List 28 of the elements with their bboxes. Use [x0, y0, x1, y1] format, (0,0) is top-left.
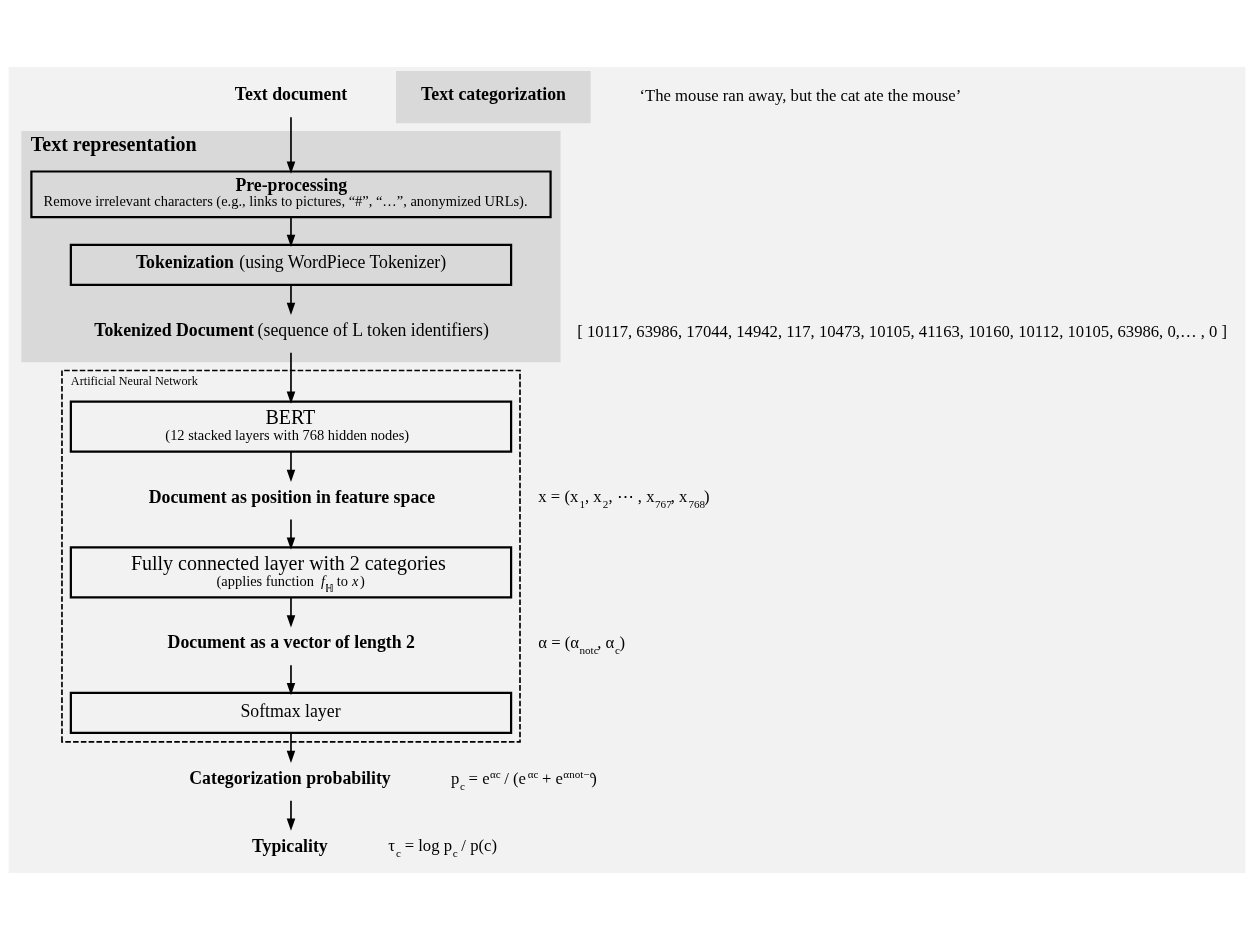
node-text: Text document [234, 83, 348, 104]
arrow [286, 799, 296, 831]
arrow [286, 450, 296, 482]
arrow [286, 518, 296, 550]
label: τ$_{c}$ = log p$_{c}$ / p(c) [388, 835, 497, 859]
node-box: Softmax layer [69, 691, 513, 734]
node-text: Tokenized Document (sequence of L token identifiers) [94, 319, 489, 340]
label: α = (α$_{notc}$, α$_{c}$) [538, 632, 626, 656]
label: ‘The mouse ran away, but the cat ate the mouse’ [639, 85, 962, 105]
label: [ 10117, 63986, 17044, 14942, 117, 10473, 10105, 41163, 10160, 10112, 10105, 63986, 0,… , 0 ] [577, 321, 1228, 341]
arrow [286, 351, 296, 404]
node-box: Tokenization (using WordPiece Tokenizer) [69, 243, 513, 286]
node-box: BERT (12 stacked layers with 768 hidden nodes) [69, 400, 513, 453]
arrow [286, 663, 296, 695]
node-text: Document as position in feature space [148, 486, 436, 507]
node-box: Text categorization [396, 70, 591, 123]
label: p$_{c}$ = e$^{αc}$ / (e$^{αc}$ + e$^{αnot−c}$) [451, 767, 597, 792]
node-box: Pre-processing Remove irrelevant characters (e.g., links to pictures, “#”, “…”, anonymized URLs). [30, 169, 552, 218]
label: x = (x$_{1}$, x$_{2}$, ⋯ , x$_{767}$, x$_{768}$) [538, 486, 710, 510]
arrow [286, 731, 296, 763]
arrow [286, 596, 296, 628]
node-box: Fully connected layer with 2 categories (applies function f$_{ℍ}$ to x) [69, 545, 513, 598]
arrow [286, 116, 296, 174]
arrow [286, 216, 296, 247]
arrow [286, 283, 296, 315]
node-text: Document as a vector of length 2 [167, 631, 415, 652]
node-text: Categorization probability [189, 767, 391, 788]
node-text: Typicality [252, 835, 328, 856]
